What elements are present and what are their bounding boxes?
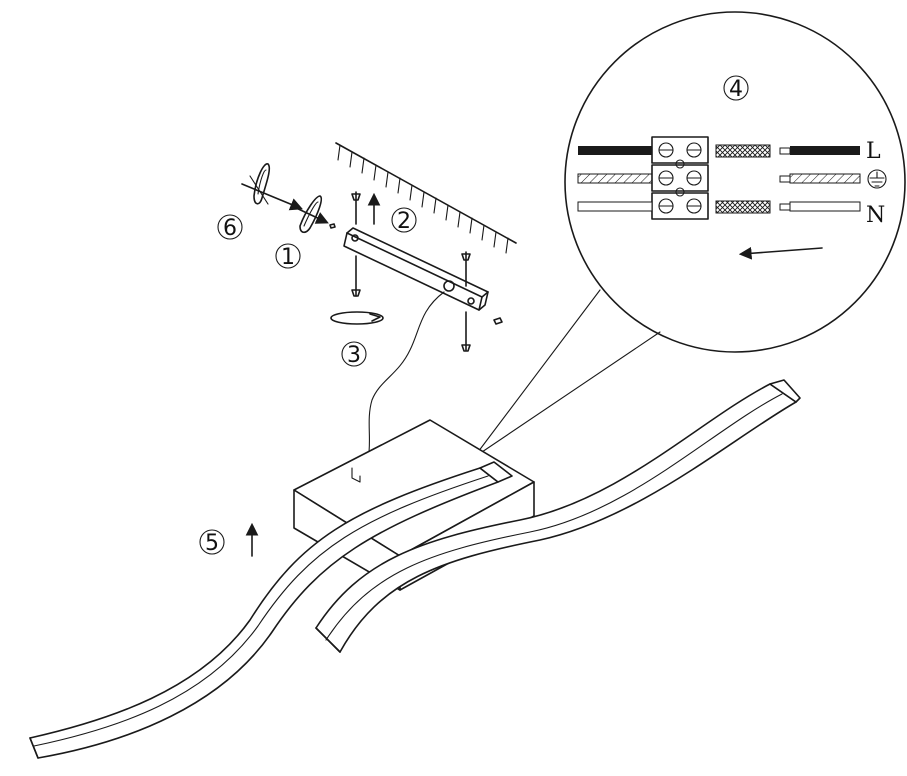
direction-arrow [738, 246, 823, 260]
rotate-arrow-step3 [330, 311, 384, 325]
sleeve-live [715, 144, 771, 158]
wire-left-neutral [577, 201, 653, 212]
cap-nut-step6 [253, 163, 271, 205]
wire-right-neutral [779, 201, 861, 212]
cap-nut-step1 [299, 195, 323, 234]
terminal-block [651, 136, 709, 220]
step-number-2: 2 [397, 209, 411, 234]
step-number-4: 4 [729, 77, 743, 102]
light-arm-short [315, 379, 801, 653]
arrow-step1 [291, 205, 329, 224]
step-number-1: 1 [281, 245, 295, 270]
wire-left-earth [577, 173, 653, 184]
light-arm-long [29, 461, 513, 759]
nut-icon-small [329, 223, 336, 229]
step-number-6: 6 [223, 216, 237, 241]
step-badge-1: 1 [275, 243, 301, 270]
step-badge-2: 2 [391, 207, 417, 234]
wire-right-earth [779, 173, 861, 184]
wire-right-live [779, 146, 860, 155]
step-number-5: 5 [205, 531, 219, 556]
step-badge-4: 4 [723, 75, 749, 102]
screw-left-bottom [351, 255, 361, 297]
sleeve-neutral [715, 200, 771, 214]
step-number-3: 3 [347, 343, 361, 368]
nut-icon [493, 317, 503, 325]
step-badge-3: 3 [341, 341, 367, 368]
ceiling-surface [335, 142, 517, 254]
earth-ground-icon [867, 169, 887, 189]
mounting-bracket [343, 227, 489, 311]
neutral-label: N [866, 203, 885, 228]
step-badge-6: 6 [217, 214, 243, 241]
arrow-step6 [241, 183, 303, 211]
step-badge-5: 5 [199, 529, 225, 556]
wire-left-live [578, 146, 652, 155]
screw-right-bottom [461, 311, 471, 352]
power-cable [367, 291, 445, 461]
screw-right-top [461, 251, 471, 287]
arrow-step6-cross [249, 175, 269, 205]
screw-left-top [351, 191, 361, 225]
live-label: L [866, 139, 881, 164]
wiring-detail-callout [477, 11, 906, 453]
